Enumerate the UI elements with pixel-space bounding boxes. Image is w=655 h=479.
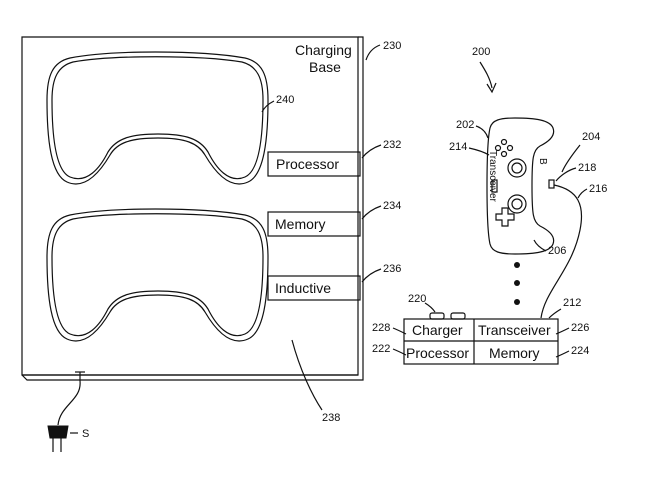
controller-ref-206: 206 [548, 245, 566, 257]
controller [486, 117, 555, 255]
ellipsis-dot [514, 280, 520, 286]
leader-230 [365, 44, 381, 61]
dock-cell-memory: Memory [489, 345, 540, 361]
module-memory-label: Memory [275, 216, 326, 232]
dock-ref-226: 226 [571, 322, 589, 334]
controller-slot-bottom [46, 208, 269, 342]
dock-button [450, 312, 466, 320]
dock-buttons-ref: 220 [408, 293, 426, 305]
dock-ref-228: 228 [372, 322, 390, 334]
charging-base-ref: 230 [383, 40, 401, 52]
dock-cell-transceiver: Transceiver [478, 322, 551, 338]
figure-200-label: 200 [472, 46, 497, 94]
module-processor-ref: 232 [383, 139, 401, 151]
plug-ref: S [82, 428, 89, 440]
ellipsis-dot [514, 262, 520, 268]
controller-transceiver-text: Transceiver [487, 150, 498, 203]
dock-ref-222: 222 [372, 343, 390, 355]
controller-ref-216: 216 [589, 183, 607, 195]
module-inductive: Inductive 236 [267, 263, 401, 301]
module-inductive-ref: 236 [383, 263, 401, 275]
module-memory: Memory 234 [267, 200, 401, 237]
controller-slot-ref: 240 [276, 94, 294, 106]
controller-slot-top: 240 [46, 51, 294, 185]
dock-cell-processor: Processor [406, 345, 469, 361]
ellipsis-dot [514, 299, 520, 305]
dock-button [429, 312, 445, 320]
module-processor: Processor 232 [267, 139, 401, 177]
dock: 220 212 Charger Transceiver Processor Me… [372, 293, 589, 365]
dock-cell-charger: Charger [412, 322, 463, 338]
module-processor-label: Processor [276, 156, 339, 172]
charging-base: Charging Base 230 [21, 36, 401, 381]
figure-number: 200 [472, 46, 490, 58]
leader-238 [291, 339, 323, 411]
controller-button-letter: B [537, 158, 548, 165]
dock-ref: 212 [563, 297, 581, 309]
controller-ref-204: 204 [582, 131, 600, 143]
charging-base-title-line2: Base [309, 59, 341, 75]
charging-cable [540, 184, 583, 319]
power-plug: S [47, 371, 89, 452]
controller-port [548, 179, 555, 189]
dock-ref-224: 224 [571, 345, 589, 357]
module-inductive-label: Inductive [275, 280, 331, 296]
charging-base-title-line1: Charging [295, 42, 352, 58]
surface-ref: 238 [322, 412, 340, 424]
controller-ref-218: 218 [578, 162, 596, 174]
controller-ref-214: 214 [449, 141, 467, 153]
module-memory-ref: 234 [383, 200, 401, 212]
controller-ref-202: 202 [456, 119, 474, 131]
